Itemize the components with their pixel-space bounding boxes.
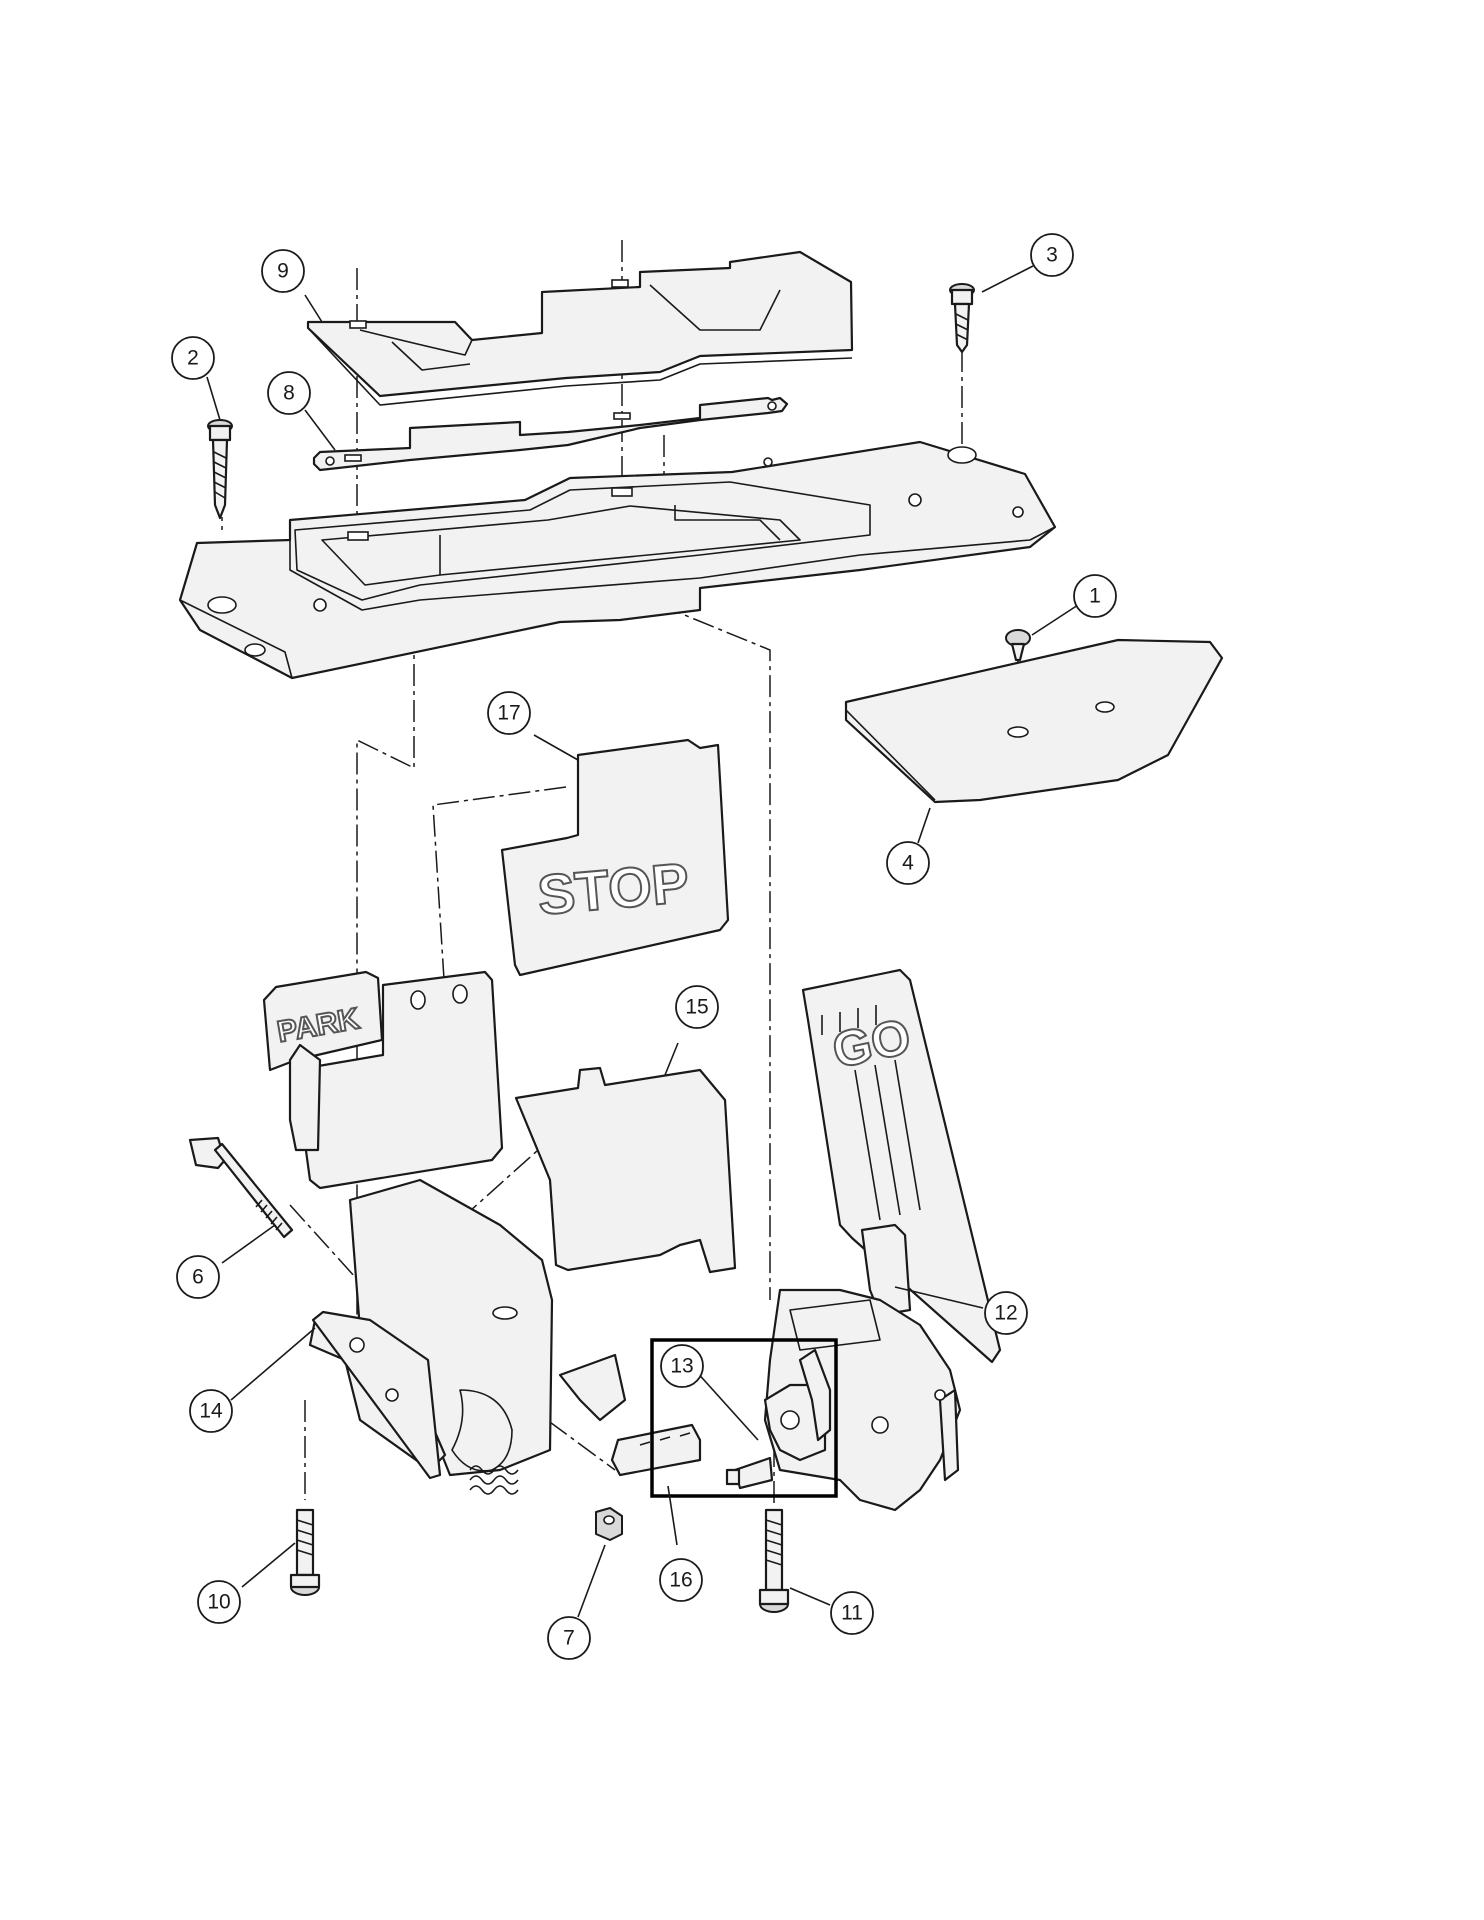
callout-3: 3 bbox=[1030, 233, 1074, 277]
part-12-accelerator-pedal: GO bbox=[763, 968, 1002, 1512]
part-10-bolt bbox=[289, 1508, 321, 1596]
callout-7-label: 7 bbox=[563, 1627, 575, 1650]
callout-4: 4 bbox=[886, 841, 930, 885]
part-1-push-clip bbox=[1005, 629, 1031, 662]
callout-15-label: 15 bbox=[685, 996, 708, 1019]
part-4-floor-mat bbox=[844, 638, 1224, 804]
part-6-pivot-bolt bbox=[188, 1136, 294, 1239]
callout-10: 10 bbox=[197, 1580, 241, 1624]
part-17-stop-pad: STOP bbox=[500, 738, 730, 977]
callout-14-label: 14 bbox=[199, 1400, 223, 1423]
callout-6-label: 6 bbox=[192, 1266, 204, 1289]
callout-1: 1 bbox=[1073, 574, 1117, 618]
callout-16: 16 bbox=[659, 1558, 703, 1602]
callout-2-label: 2 bbox=[187, 347, 199, 370]
part-16-stop-block bbox=[610, 1423, 702, 1477]
leader-lines bbox=[206, 265, 1079, 1618]
callout-8-label: 8 bbox=[283, 382, 295, 405]
callout-11: 11 bbox=[830, 1591, 874, 1635]
callout-3-label: 3 bbox=[1046, 244, 1058, 267]
callout-14: 14 bbox=[189, 1389, 233, 1433]
callout-9: 9 bbox=[261, 249, 305, 293]
callout-12-label: 12 bbox=[994, 1302, 1017, 1325]
callout-10-label: 10 bbox=[207, 1591, 230, 1614]
callout-2: 2 bbox=[171, 336, 215, 380]
callout-16-label: 16 bbox=[669, 1569, 692, 1592]
callout-12: 12 bbox=[984, 1291, 1028, 1335]
callout-8: 8 bbox=[267, 371, 311, 415]
callout-9-label: 9 bbox=[277, 260, 289, 283]
callout-11-label: 11 bbox=[841, 1602, 863, 1625]
callout-4-label: 4 bbox=[902, 852, 914, 875]
part-13-detail-frame bbox=[650, 1338, 838, 1498]
callout-6: 6 bbox=[176, 1255, 220, 1299]
part-8-gasket bbox=[312, 396, 789, 472]
part-2-screw bbox=[207, 419, 233, 520]
callout-17-label: 17 bbox=[497, 702, 520, 725]
callout-13-label: 13 bbox=[670, 1355, 693, 1378]
part-13-pedal-sensor bbox=[725, 1348, 832, 1490]
part-3-screw bbox=[949, 283, 975, 354]
callout-13: 13 bbox=[660, 1344, 704, 1388]
part-14-mounting-bracket bbox=[311, 1310, 442, 1480]
base-plate bbox=[178, 440, 1057, 680]
part-15-bracket-cover bbox=[514, 1066, 737, 1274]
callout-15: 15 bbox=[675, 985, 719, 1029]
part-11-bolt bbox=[758, 1508, 790, 1613]
part-7-nut bbox=[595, 1507, 623, 1541]
stop-pad-text: STOP bbox=[535, 851, 691, 927]
callout-17: 17 bbox=[487, 691, 531, 735]
callout-7: 7 bbox=[547, 1616, 591, 1660]
part-9-upper-cover bbox=[306, 250, 854, 406]
callout-1-label: 1 bbox=[1089, 585, 1101, 608]
